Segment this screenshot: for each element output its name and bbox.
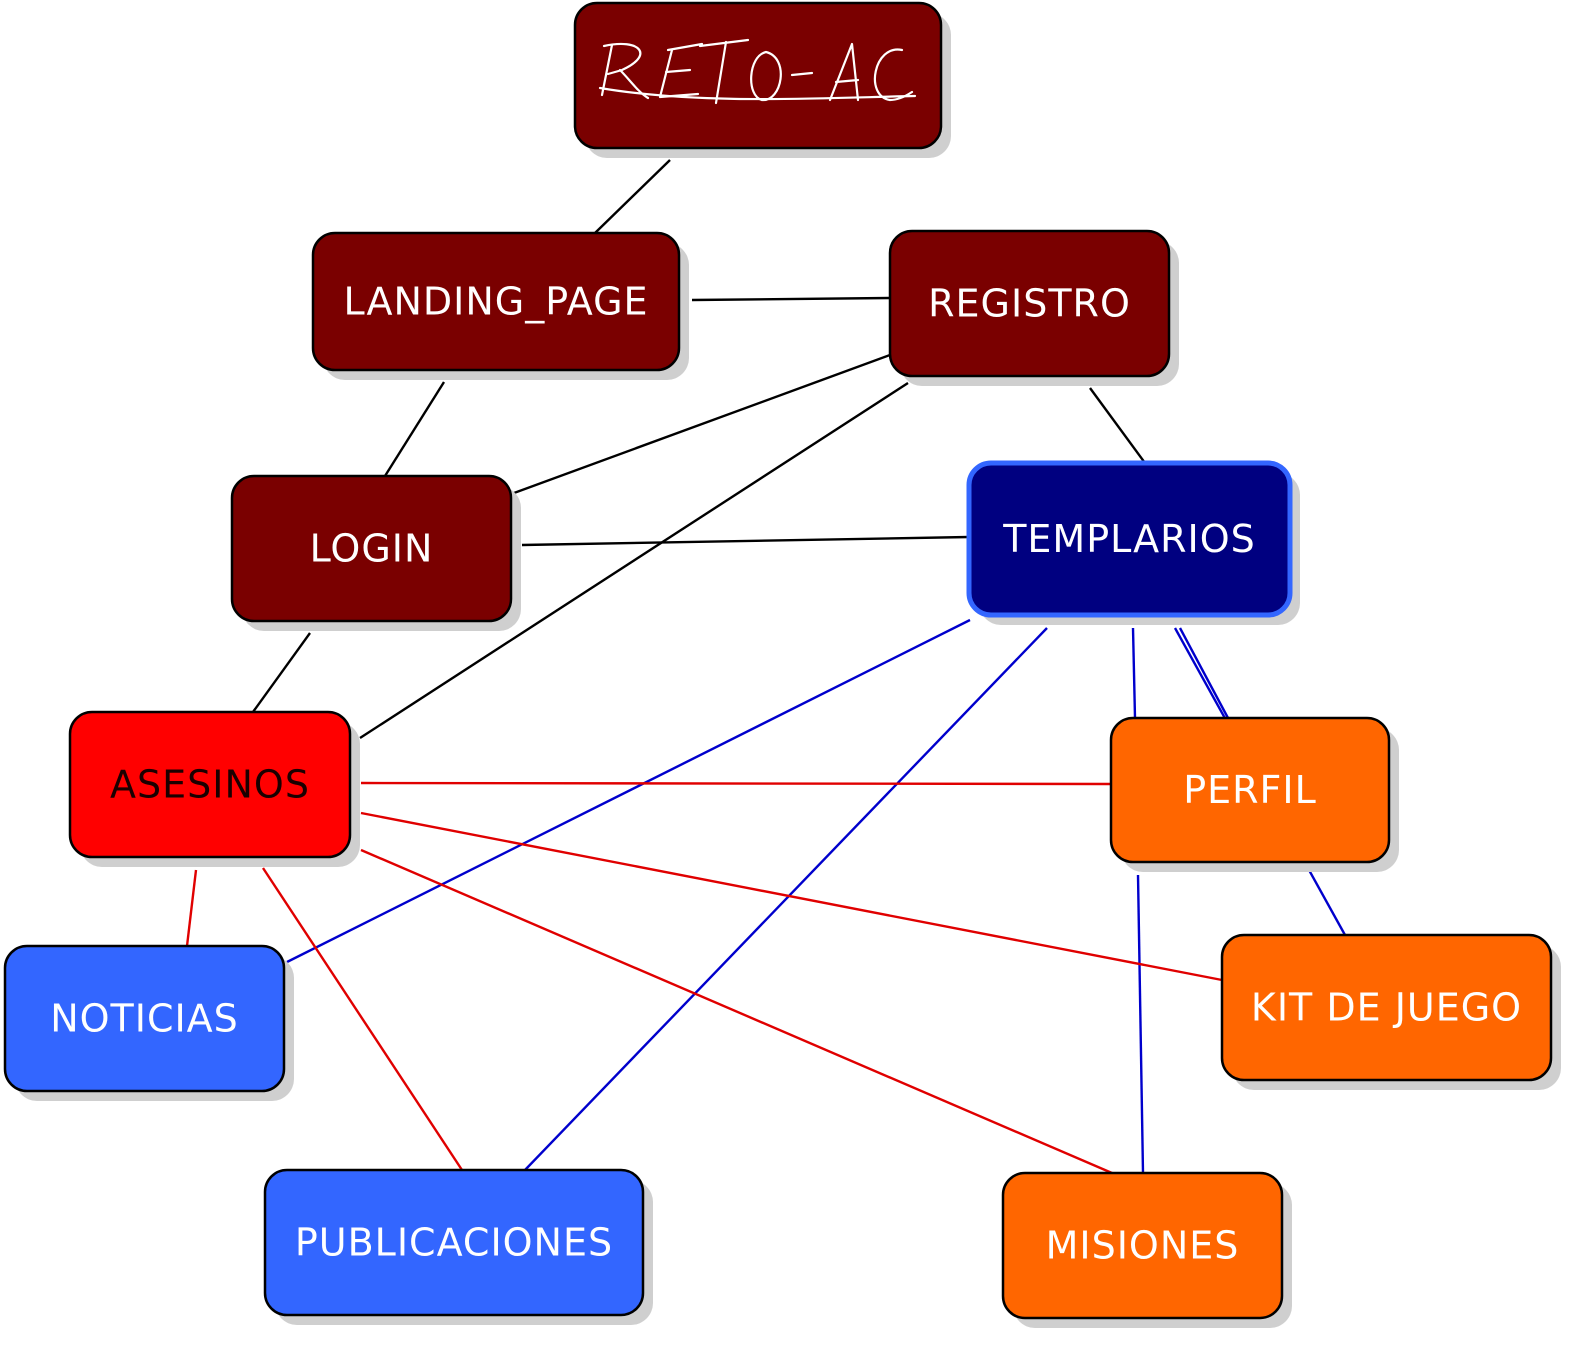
node-landing: LANDING_PAGE	[311, 231, 689, 380]
script-stroke	[600, 42, 650, 100]
node-box	[68, 710, 352, 859]
node-label-registro: REGISTRO	[928, 282, 1131, 326]
edge-templarios-publicaciones	[524, 627, 1048, 1171]
edge-asesinos-publicaciones	[261, 867, 464, 1171]
node-label-noticias: NOTICIAS	[50, 997, 239, 1041]
script-stroke	[790, 71, 814, 77]
node-box	[1109, 716, 1391, 864]
node-layer: LANDING_PAGE REGISTRO LOGIN TEMPLARIOS ASESI…	[3, 1, 1561, 1328]
edge-asesinos-kit	[360, 811, 1223, 982]
edge-templarios-kit-segment	[1178, 627, 1230, 719]
node-label-login: LOGIN	[310, 527, 434, 571]
edge-registro-templarios	[1089, 387, 1146, 464]
node-box	[888, 229, 1171, 378]
edge-login-asesinos	[252, 632, 311, 713]
node-box	[3, 944, 286, 1093]
node-label-publicaciones: PUBLICACIONES	[295, 1221, 613, 1265]
node-label-asesinos: ASESINOS	[110, 763, 310, 807]
edge-templarios-misiones	[1136, 874, 1145, 1174]
node-label-misiones: MISIONES	[1046, 1224, 1240, 1268]
node-misiones: MISIONES	[1001, 1171, 1292, 1328]
edge-landing-login	[383, 381, 446, 477]
node-label-templarios: TEMPLARIOS	[1002, 517, 1256, 561]
node-box	[230, 474, 513, 623]
script-stroke	[598, 86, 917, 101]
edge-asesinos-misiones	[360, 848, 1113, 1175]
script-stroke	[658, 42, 704, 99]
node-box	[966, 460, 1293, 618]
node-label-perfil: PERFIL	[1183, 768, 1317, 812]
node-noticias: NOTICIAS	[3, 944, 294, 1101]
node-asesinos: ASESINOS	[68, 710, 360, 867]
script-stroke	[828, 42, 860, 102]
connector-layer	[185, 159, 1347, 1175]
script-stroke	[698, 38, 750, 105]
node-box	[573, 1, 943, 150]
edge-registro-asesinos	[359, 381, 909, 740]
edge-reto-landing	[594, 159, 671, 234]
node-kit: KIT DE JUEGO	[1220, 933, 1561, 1090]
handwritten-title	[598, 38, 917, 105]
node-box	[1220, 933, 1553, 1082]
node-login: LOGIN	[230, 474, 521, 631]
node-publicaciones: PUBLICACIONES	[263, 1168, 653, 1325]
edge-templarios-noticias	[286, 618, 971, 964]
node-box	[263, 1168, 645, 1317]
edge-landing-registro	[691, 296, 891, 302]
edge-registro-login	[513, 353, 891, 495]
edge-login-templarios	[521, 535, 970, 547]
node-box	[311, 231, 681, 372]
node-label-landing: LANDING_PAGE	[343, 280, 648, 324]
node-reto	[573, 1, 951, 158]
node-box	[1001, 1171, 1284, 1320]
node-templarios: TEMPLARIOS	[966, 460, 1300, 625]
edge-templarios-perfil	[1131, 627, 1137, 719]
node-label-kit: KIT DE JUEGO	[1251, 986, 1522, 1030]
edge-asesinos-perfil	[360, 781, 1112, 786]
node-registro: REGISTRO	[888, 229, 1179, 386]
edge-asesinos-noticias	[185, 869, 198, 947]
node-perfil: PERFIL	[1109, 716, 1399, 872]
